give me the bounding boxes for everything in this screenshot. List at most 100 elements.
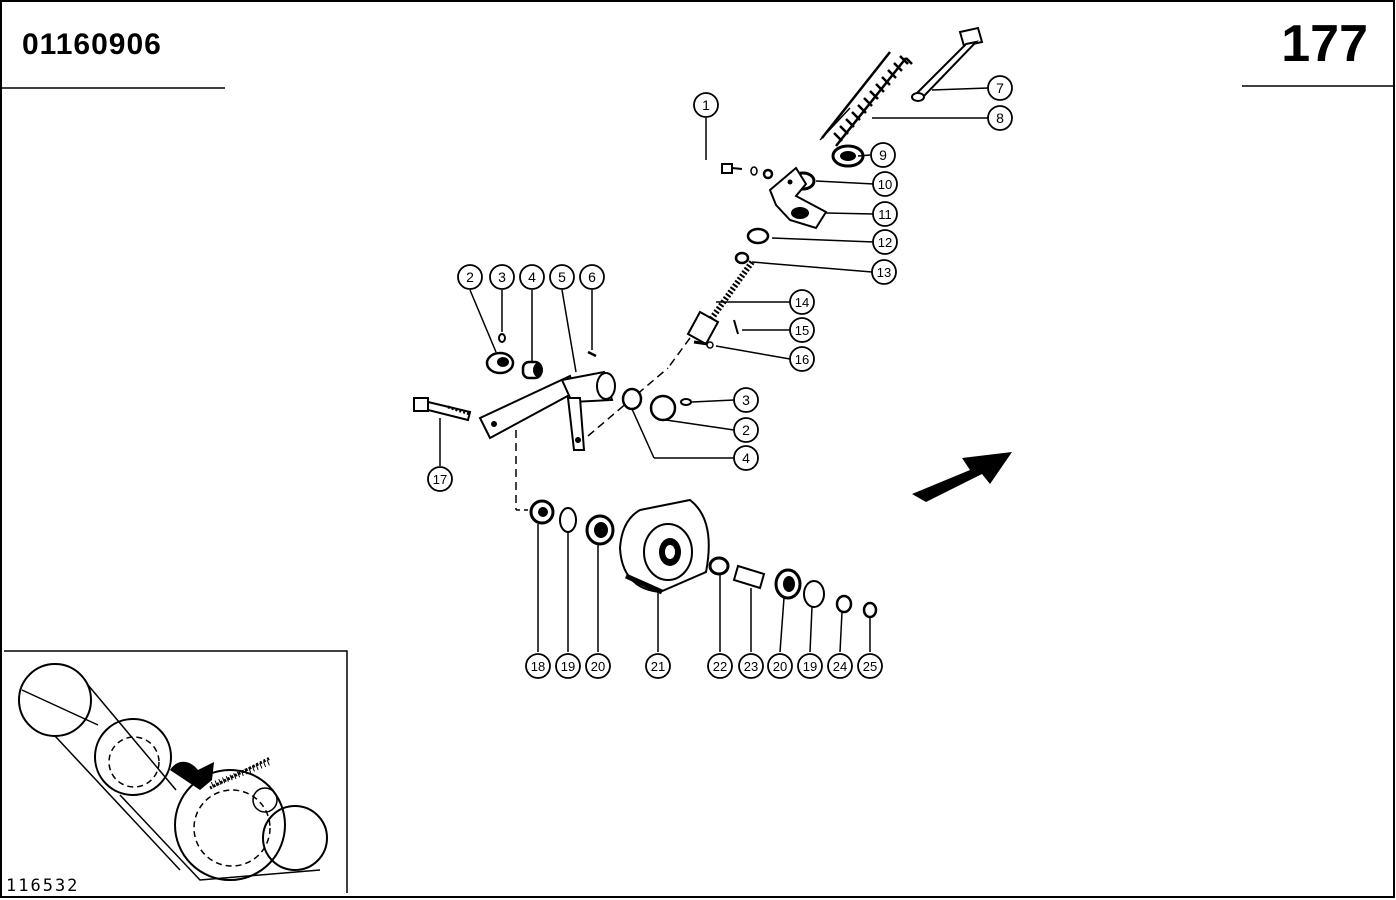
callout-number: 19 <box>803 659 817 674</box>
callout-number: 21 <box>651 659 665 674</box>
callout-number: 16 <box>795 352 809 367</box>
part-19-circlip-right <box>803 580 825 608</box>
belt-routing-inset <box>4 650 348 893</box>
callout-circle <box>987 105 1013 131</box>
callout-circle <box>733 387 759 413</box>
callout-number: 4 <box>742 450 750 466</box>
part-24-washer <box>835 594 853 614</box>
callout-circle <box>693 92 719 118</box>
document-number: 01160906 <box>22 28 162 61</box>
page-number: 177 <box>1281 15 1368 73</box>
part-1-screw <box>721 163 774 180</box>
callout-16: 16 <box>789 346 815 372</box>
part-11-bracket <box>768 166 828 230</box>
part-20-bearing-right <box>774 568 802 600</box>
callout-21: 21 <box>645 653 671 679</box>
callout-circle <box>707 653 733 679</box>
callout-circle <box>789 289 815 315</box>
callout-circle <box>987 75 1013 101</box>
callout-number: 18 <box>531 659 545 674</box>
callout-circle <box>733 445 759 471</box>
part-12-washer <box>746 227 770 245</box>
image-reference: 116532 <box>6 876 80 896</box>
callout-number: 11 <box>878 207 892 222</box>
callout-15: 15 <box>789 317 815 343</box>
callout-circle <box>738 653 764 679</box>
part-25-nut <box>862 601 878 619</box>
callout-14: 14 <box>789 289 815 315</box>
callout-circle <box>457 264 483 290</box>
callout-number: 25 <box>863 659 877 674</box>
part-3-grease-nipple-left <box>498 333 506 343</box>
part-17-pivot-bolt <box>413 397 472 422</box>
callout-circle <box>585 653 611 679</box>
callout-circle <box>525 653 551 679</box>
callout-number: 15 <box>795 323 809 338</box>
callout-number: 20 <box>773 659 787 674</box>
callout-8: 8 <box>987 105 1013 131</box>
callout-number: 2 <box>466 269 474 285</box>
callout-number: 24 <box>833 659 847 674</box>
part-7-long-bolt <box>911 26 984 102</box>
callout-18: 18 <box>525 653 551 679</box>
callout-9: 9 <box>870 142 896 168</box>
callout-circle <box>870 142 896 168</box>
callout-number: 3 <box>498 269 506 285</box>
callout-1: 1 <box>693 92 719 118</box>
callout-12: 12 <box>872 229 898 255</box>
callout-4: 4 <box>519 264 545 290</box>
callout-number: 10 <box>878 177 892 192</box>
callout-5: 5 <box>549 264 575 290</box>
callout-6: 6 <box>579 264 605 290</box>
callout-circle <box>857 653 883 679</box>
callout-7: 7 <box>987 75 1013 101</box>
part-6-pin <box>587 350 597 358</box>
part-18-bearing <box>529 499 555 525</box>
callout-20: 20 <box>767 653 793 679</box>
callout-number: 8 <box>996 110 1004 126</box>
callout-circle <box>872 171 898 197</box>
callout-10: 10 <box>872 171 898 197</box>
callout-number: 23 <box>744 659 758 674</box>
callout-20: 20 <box>585 653 611 679</box>
callout-number: 19 <box>561 659 575 674</box>
part-16-clevis-pin <box>693 340 714 349</box>
callout-22: 22 <box>707 653 733 679</box>
callout-25: 25 <box>857 653 883 679</box>
callout-4: 4 <box>733 445 759 471</box>
callout-11: 11 <box>872 201 898 227</box>
part-5-tensioner-arm <box>478 367 669 511</box>
part-8-compression-spring <box>819 51 913 147</box>
callout-circle <box>549 264 575 290</box>
part-3-grease-nipple-right <box>680 398 692 406</box>
callout-number: 3 <box>742 392 750 408</box>
callout-19: 19 <box>797 653 823 679</box>
callout-circle <box>872 229 898 255</box>
callout-circle <box>555 653 581 679</box>
part-23-bushing-tube <box>732 564 766 590</box>
callout-circle <box>789 346 815 372</box>
callout-number: 13 <box>877 265 891 280</box>
callout-3: 3 <box>733 387 759 413</box>
callout-circle <box>827 653 853 679</box>
callout-2: 2 <box>733 417 759 443</box>
callout-number: 2 <box>742 422 750 438</box>
callout-number: 22 <box>713 659 727 674</box>
callout-circle <box>797 653 823 679</box>
part-22-spacer <box>708 556 730 576</box>
callout-circle <box>789 317 815 343</box>
callout-24: 24 <box>827 653 853 679</box>
part-2-bushing-left <box>485 351 515 375</box>
callout-number: 12 <box>878 235 892 250</box>
callout-number: 6 <box>588 269 596 285</box>
part-19-circlip-left <box>559 507 577 533</box>
part-14-adjusting-rod <box>667 260 755 369</box>
part-4-sleeve-left <box>521 360 543 380</box>
direction-arrow <box>912 452 1012 502</box>
part-4-sleeve-right <box>621 387 643 411</box>
part-13-nut <box>734 251 750 265</box>
part-21-idler-pulley <box>618 498 710 595</box>
callout-circle <box>733 417 759 443</box>
